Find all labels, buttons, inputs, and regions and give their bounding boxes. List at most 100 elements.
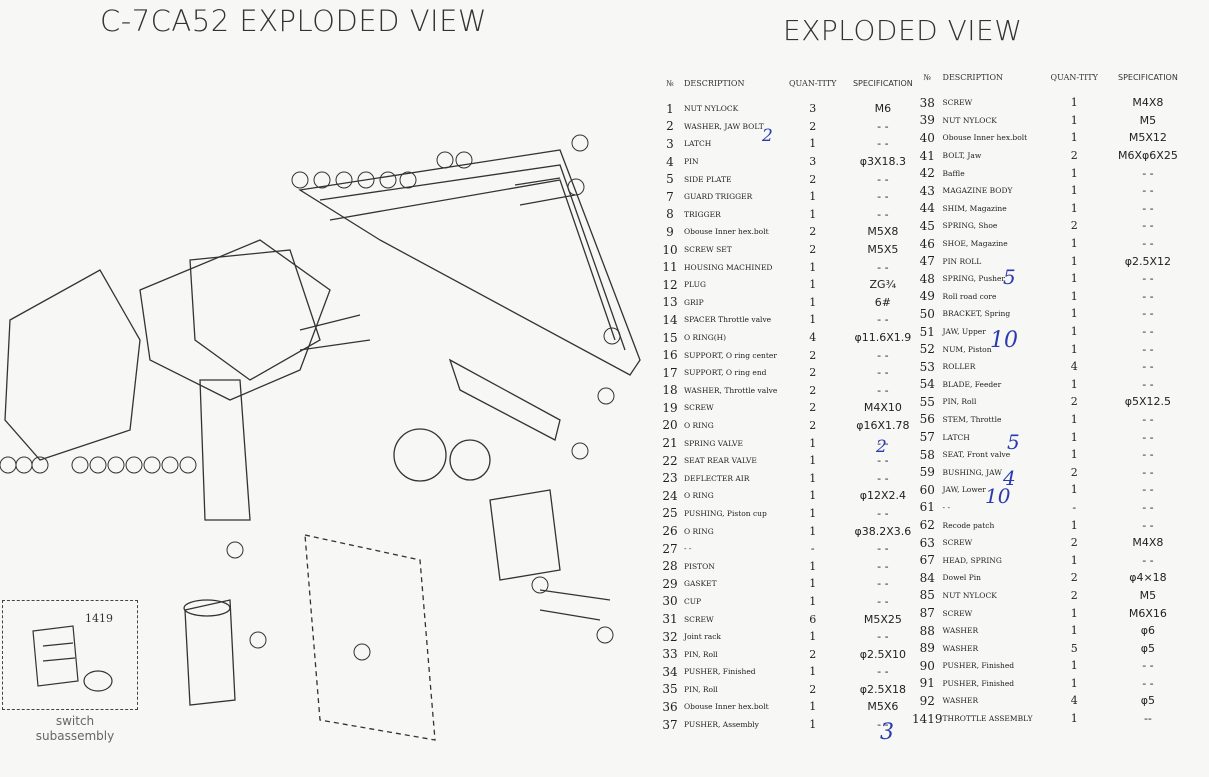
part-number-cell: 53: [919, 359, 935, 374]
col-header-quantity: QUAN-TITY: [789, 78, 837, 88]
part-quantity-cell: 3: [809, 155, 817, 169]
part-specification-cell: M5: [1139, 113, 1157, 127]
part-quantity-cell: -: [810, 542, 815, 556]
part-quantity-cell: 2: [1070, 465, 1078, 479]
part-specification-cell: φ5: [1140, 694, 1156, 708]
part-quantity-cell: 1: [1070, 342, 1078, 356]
part-specification-cell: M5X5: [867, 243, 899, 257]
page-title-right: EXPLODED VIEW: [783, 14, 1023, 47]
handwritten-note: 2: [876, 437, 887, 457]
part-description-cell: SCREW: [942, 538, 973, 548]
part-quantity-cell: 1: [1070, 624, 1078, 638]
part-specification-cell: - -: [1142, 553, 1154, 567]
part-specification-cell: - -: [1142, 483, 1154, 497]
part-description-cell: CUP: [684, 596, 702, 606]
part-specification-cell: - -: [1142, 272, 1154, 286]
part-description-cell: Dowel Pin: [942, 573, 981, 583]
part-number-cell: 17: [662, 365, 678, 380]
handwritten-note: 2: [762, 126, 773, 146]
part-specification-cell: - -: [1142, 518, 1154, 532]
part-description-cell: GASKET: [684, 579, 717, 589]
handwritten-note: 5: [1003, 265, 1016, 289]
part-quantity-cell: 1: [809, 436, 817, 450]
part-number-cell: 60: [919, 482, 935, 497]
part-description-cell: SUPPORT, O ring center: [684, 350, 777, 360]
part-description-cell: SEAT, Front valve: [942, 450, 1011, 460]
part-quantity-cell: 1: [809, 718, 817, 732]
part-number-cell: 50: [919, 306, 935, 321]
part-number-cell: 38: [919, 95, 935, 110]
part-description-cell: SIDE PLATE: [684, 174, 732, 184]
part-quantity-cell: 1: [1070, 430, 1078, 444]
part-description-cell: TRIGGER: [684, 209, 721, 219]
inset-caption-line2: subassembly: [35, 729, 115, 743]
part-specification-cell: - -: [877, 542, 889, 556]
part-number-cell: 61: [919, 500, 935, 515]
part-number-cell: 58: [919, 447, 935, 462]
part-number-cell: 10: [662, 242, 678, 257]
part-number-cell: 43: [919, 183, 935, 198]
part-number-cell: 1419: [912, 711, 943, 726]
part-specification-cell: - -: [1142, 500, 1154, 514]
part-number-cell: 31: [662, 612, 678, 627]
part-quantity-cell: 1: [809, 489, 817, 503]
part-quantity-cell: 2: [1070, 219, 1078, 233]
part-description-cell: SPRING, Shoe: [942, 221, 998, 231]
part-specification-cell: φ3X18.3: [859, 155, 907, 169]
part-number-cell: 45: [919, 218, 935, 233]
part-quantity-cell: 2: [1070, 536, 1078, 550]
part-quantity-cell: 2: [809, 243, 817, 257]
part-description-cell: PIN ROLL: [942, 256, 982, 266]
part-quantity-cell: 2: [809, 383, 817, 397]
table-header-row: № DESCRIPTION QUAN-TITY SPECIFICATION: [912, 60, 1198, 94]
inset-caption: switch subassembly: [30, 714, 120, 744]
part-description-cell: GRIP: [684, 297, 704, 307]
part-number-cell: 16: [662, 348, 678, 363]
part-quantity-cell: 1: [809, 313, 817, 327]
part-number-cell: 67: [919, 553, 935, 568]
part-number-cell: 30: [662, 594, 678, 609]
part-number-cell: 36: [662, 699, 678, 714]
part-quantity-cell: 1: [809, 577, 817, 591]
part-description-cell: NUT NYLOCK: [684, 104, 739, 114]
part-description-cell: SPRING, Pusher: [942, 274, 1005, 284]
part-specification-cell: φ2.5X12: [1124, 254, 1172, 268]
part-number-cell: 59: [919, 465, 935, 480]
part-description-cell: JAW, Upper: [942, 327, 986, 337]
part-specification-cell: M6X16: [1128, 606, 1167, 620]
part-quantity-cell: 2: [809, 119, 817, 133]
col-header-description: DESCRIPTION: [684, 78, 745, 88]
part-specification-cell: - -: [877, 137, 889, 151]
part-quantity-cell: 1: [1070, 606, 1078, 620]
part-number-cell: 19: [662, 400, 678, 415]
part-specification-cell: - -: [877, 471, 889, 485]
part-specification-cell: M6: [874, 102, 892, 116]
part-description-cell: BRACKET, Spring: [942, 309, 1011, 319]
part-quantity-cell: 1: [809, 295, 817, 309]
part-number-cell: 52: [919, 342, 935, 357]
inset-part-number: 1419: [85, 612, 113, 625]
part-number-cell: 55: [919, 394, 935, 409]
part-specification-cell: - -: [1142, 659, 1154, 673]
part-number-cell: 4: [666, 154, 674, 169]
part-specification-cell: - -: [877, 383, 889, 397]
part-quantity-cell: 1: [1070, 676, 1078, 690]
part-specification-cell: M5X25: [863, 612, 902, 626]
